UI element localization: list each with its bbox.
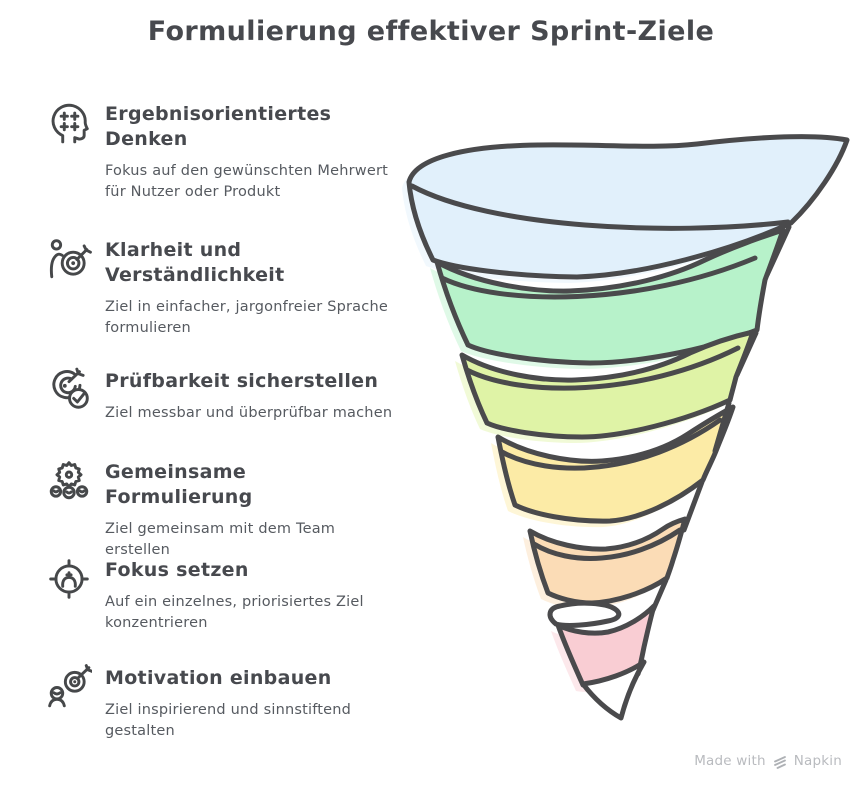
- made-with-label: Made with: [694, 753, 766, 769]
- item-description: Fokus auf den gewünschten Mehrwert für N…: [105, 163, 389, 201]
- napkin-logo-icon: [773, 756, 786, 769]
- funnel-rim-line: [439, 255, 758, 300]
- person-dart-icon: [46, 664, 94, 710]
- item-description: Auf ein einzelnes, priorisiertes Ziel ko…: [105, 594, 364, 632]
- list-item-clarity: Klarheit und Verständlichkeit Ziel in ei…: [46, 236, 396, 339]
- funnel-outline-group: [402, 137, 847, 721]
- spiral-funnel-illustration: [402, 120, 862, 721]
- item-heading: Klarheit und Verständlichkeit: [105, 239, 285, 287]
- item-description: Ziel messbar und überprüfbar machen: [105, 405, 393, 422]
- list-item-collaboration: Gemeinsame Formulierung Ziel gemeinsam m…: [46, 458, 396, 561]
- list-item-motivation: Motivation einbauen Ziel inspirierend un…: [46, 664, 396, 742]
- item-heading: Gemeinsame Formulierung: [105, 461, 253, 509]
- funnel-wrap-line: [764, 224, 792, 278]
- item-description: Ziel gemeinsam mit dem Team erstellen: [105, 521, 336, 559]
- target-check-icon: [46, 367, 92, 413]
- funnel-wrap-line: [712, 400, 732, 454]
- item-heading: Prüfbarkeit sicherstellen: [105, 370, 379, 392]
- funnel-rim-line: [499, 417, 723, 471]
- page-title: Formulierung effektiver Sprint-Ziele: [147, 16, 715, 47]
- napkin-credit: Made with Napkin: [694, 753, 842, 769]
- funnel-tip: [580, 659, 647, 721]
- item-heading: Fokus setzen: [105, 559, 249, 581]
- funnel-rim-line: [409, 183, 791, 231]
- funnel-rim-line: [464, 345, 741, 391]
- funnel-wrap-line: [650, 577, 669, 613]
- list-item-outcome-thinking: Ergebnisorientiertes Denken Fokus auf de…: [46, 100, 396, 203]
- gear-team-icon: [46, 458, 92, 504]
- person-target-icon: [46, 236, 92, 282]
- item-description: Ziel inspirierend und sinnstiftend gesta…: [105, 702, 352, 740]
- item-heading: Ergebnisorientiertes Denken: [105, 103, 332, 151]
- crosshair-person-icon: [46, 556, 92, 602]
- funnel-curl: [547, 600, 622, 628]
- brand-label: Napkin: [793, 753, 842, 769]
- head-plus-icon: [46, 100, 92, 146]
- item-heading: Motivation einbauen: [105, 667, 332, 689]
- list-item-focus: Fokus setzen Auf ein einzelnes, priorisi…: [46, 556, 396, 634]
- list-item-verifiability: Prüfbarkeit sicherstellen Ziel messbar u…: [46, 367, 396, 424]
- funnel-wrap-line: [681, 479, 705, 533]
- item-description: Ziel in einfacher, jargonfreier Sprache …: [105, 299, 388, 337]
- funnel-rim-line: [531, 527, 683, 561]
- funnel-wrap-line: [734, 330, 759, 378]
